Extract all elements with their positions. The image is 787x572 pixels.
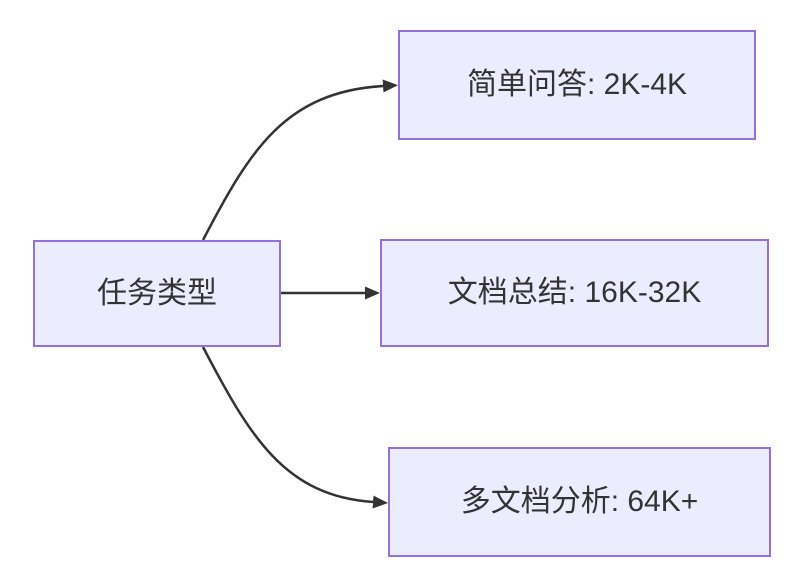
node-multi-doc-label: 多文档分析: 64K+ bbox=[460, 485, 699, 518]
node-task-type-label: 任务类型 bbox=[97, 276, 217, 310]
node-simple-qa-label: 简单问答: 2K-4K bbox=[466, 68, 688, 101]
node-doc-summary: 文档总结: 16K-32K bbox=[380, 239, 769, 347]
edge-root-to-simple-qa bbox=[201, 79, 398, 241]
node-simple-qa: 简单问答: 2K-4K bbox=[398, 30, 756, 140]
node-task-type: 任务类型 bbox=[33, 240, 281, 347]
node-multi-doc: 多文档分析: 64K+ bbox=[388, 447, 771, 557]
edge-root-to-multi-doc bbox=[201, 346, 388, 509]
node-doc-summary-label: 文档总结: 16K-32K bbox=[447, 276, 702, 309]
